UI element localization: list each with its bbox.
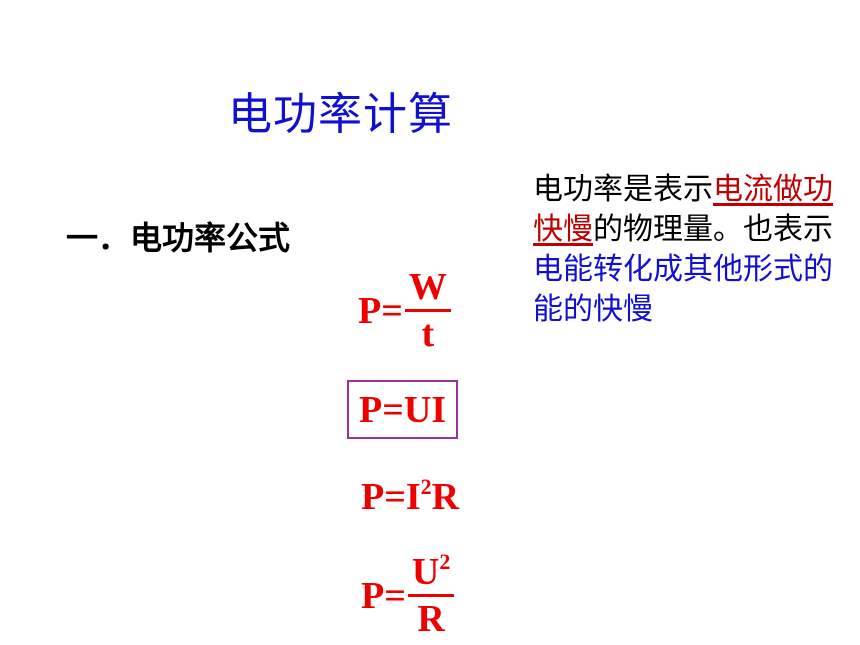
fraction-denominator: R: [417, 598, 445, 640]
formula-lhs: P=I: [361, 476, 421, 518]
formula-power-voltage-current: P=UI: [347, 380, 459, 439]
slide-title: 电功率计算: [228, 89, 453, 140]
definition-part-3: 的物理量。也表示: [593, 212, 833, 247]
formula-tail: R: [431, 476, 460, 518]
formula-power-voltage-resistance: P= U2 R: [361, 551, 455, 640]
definition-part-1: 电功率是表示: [533, 172, 713, 207]
definition-text: 电功率是表示电流做功快慢的物理量。也表示电能转化成其他形式的能的快慢: [533, 170, 843, 330]
definition-highlight-red: 电流做功快慢: [533, 172, 833, 247]
section-heading: 一．电功率公式: [66, 219, 291, 257]
formula-power-work-time: P= W t: [358, 268, 451, 353]
fraction-numerator: U2: [407, 551, 455, 597]
formula-power-current-resistance: P=I2R: [361, 476, 460, 518]
fraction-numerator: W: [404, 268, 451, 312]
definition-highlight-blue: 电能转化成其他形式的能的快慢: [533, 252, 833, 327]
numerator-exponent: 2: [439, 549, 451, 574]
fraction-denominator: t: [421, 313, 435, 355]
formula-text: P=UI: [359, 389, 447, 431]
fraction: W t: [404, 268, 451, 355]
formula-exponent: 2: [420, 474, 432, 499]
numerator-base: U: [411, 551, 440, 593]
fraction: U2 R: [407, 551, 455, 640]
formula-lhs: P=: [361, 574, 406, 617]
formula-lhs: P=: [358, 289, 403, 332]
